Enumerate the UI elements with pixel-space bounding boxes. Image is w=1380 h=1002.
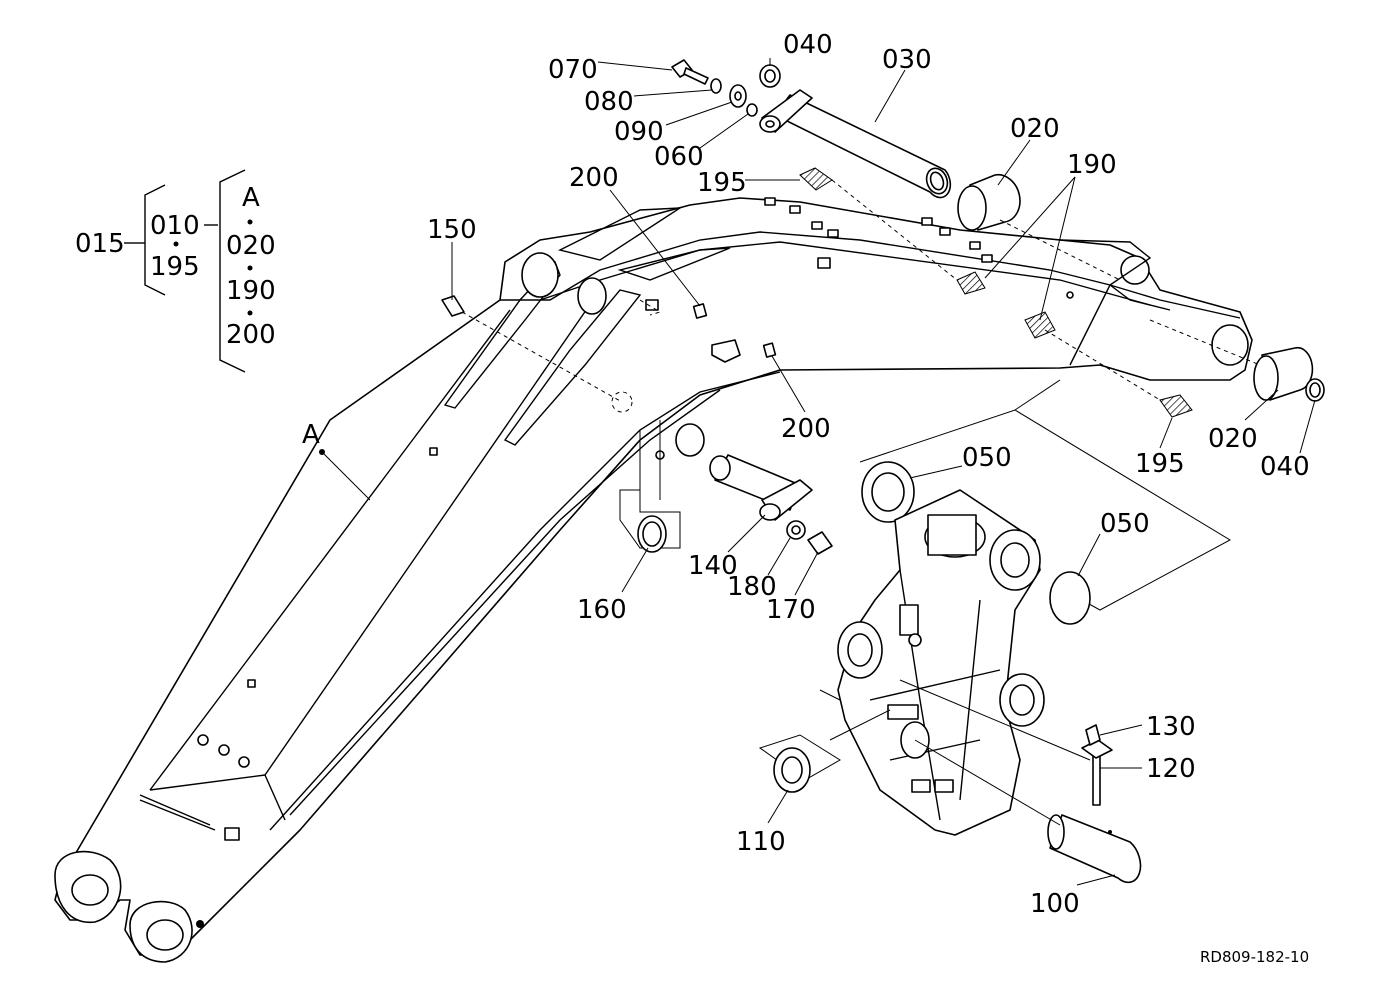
callout-100: 100 (1030, 889, 1080, 919)
assembly-tree: 015 010 195 A 020 190 200 (75, 169, 276, 373)
tree-l2-200: 200 (226, 320, 276, 350)
tree-l2-020: 020 (226, 231, 276, 261)
callout-090: 090 (614, 117, 664, 147)
boom-arm (54, 197, 1253, 963)
tree-l2-A: A (242, 183, 260, 213)
tree-l2-190: 190 (226, 276, 276, 306)
callout-180: 180 (727, 572, 777, 602)
callout-195-right: 195 (1135, 449, 1185, 479)
callout-140: 140 (688, 551, 738, 581)
tree-l1-195: 195 (150, 252, 200, 282)
callout-170: 170 (766, 595, 816, 625)
callout-020-right: 020 (1208, 424, 1258, 454)
tree-root-015: 015 (75, 229, 125, 259)
callout-020-top: 020 (1010, 114, 1060, 144)
callout-195-top: 195 (697, 168, 747, 198)
callout-200-mid: 200 (781, 414, 831, 444)
callout-080: 080 (584, 87, 634, 117)
callout-labels: 070 040 030 080 090 060 020 190 200 195 … (302, 30, 1310, 919)
callout-040-right: 040 (1260, 452, 1310, 482)
callout-110: 110 (736, 827, 786, 857)
drawing-reference-code: RD809-182-10 (1200, 948, 1309, 966)
callout-160: 160 (577, 595, 627, 625)
callout-050-right: 050 (1100, 509, 1150, 539)
callout-190: 190 (1067, 150, 1117, 180)
callout-150: 150 (427, 215, 477, 245)
leader-lines (321, 58, 1316, 886)
callout-070: 070 (548, 55, 598, 85)
callout-050-top: 050 (962, 443, 1012, 473)
callout-200-top: 200 (569, 163, 619, 193)
swing-bracket (758, 379, 1232, 884)
top-pin-assembly (671, 59, 1325, 402)
callout-120: 120 (1146, 754, 1196, 784)
callout-030: 030 (882, 45, 932, 75)
callout-A: A (302, 420, 320, 450)
callout-130: 130 (1146, 712, 1196, 742)
mid-pin-assembly (619, 420, 833, 555)
callout-060: 060 (654, 142, 704, 172)
label-plates (441, 167, 1193, 418)
tree-l1-010: 010 (150, 211, 200, 241)
callout-040-top: 040 (783, 30, 833, 60)
